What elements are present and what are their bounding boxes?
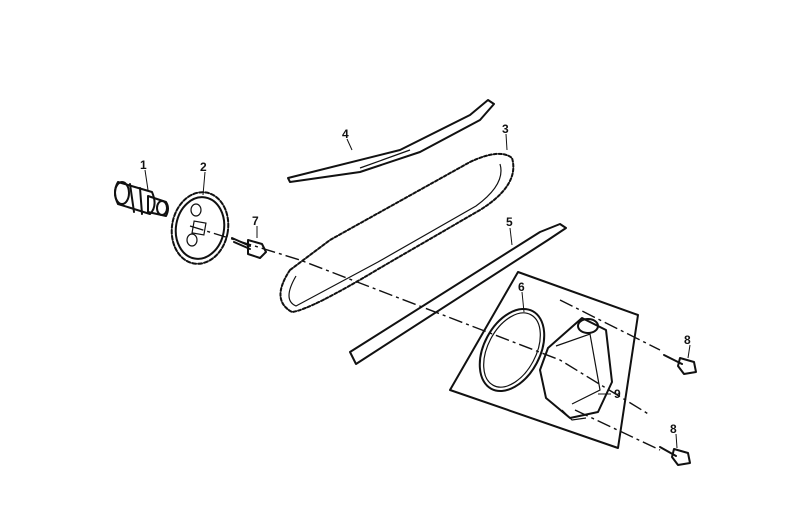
assembly-axis-line-3: [574, 409, 661, 451]
callout-2: 2: [200, 160, 207, 174]
callout-1: 1: [140, 158, 147, 172]
callout-7: 7: [252, 214, 259, 228]
cam-sprocket-part: [170, 191, 230, 265]
callout-3: 3: [502, 122, 509, 136]
tensioner-housing-part: [539, 317, 613, 421]
sprocket-bolt-part: [231, 237, 267, 259]
chain-tensioner-guide-part: [287, 99, 495, 183]
chain-guide-part: [349, 223, 567, 365]
callout-6: 6: [518, 280, 525, 294]
housing-bolt-lower-part: [659, 446, 691, 466]
camshaft-part: [114, 181, 169, 217]
callout-8-upper: 8: [684, 333, 691, 347]
tensioner-box-outline: [449, 271, 639, 449]
callout-9: 9: [614, 387, 621, 401]
callout-5: 5: [506, 215, 513, 229]
housing-bolt-upper-part: [663, 354, 697, 375]
o-ring-part: [478, 307, 546, 393]
callout-8-lower: 8: [670, 422, 677, 436]
assembly-axis-line-2: [559, 299, 661, 351]
cam-chain-part: [279, 152, 515, 313]
callout-4: 4: [342, 127, 349, 141]
